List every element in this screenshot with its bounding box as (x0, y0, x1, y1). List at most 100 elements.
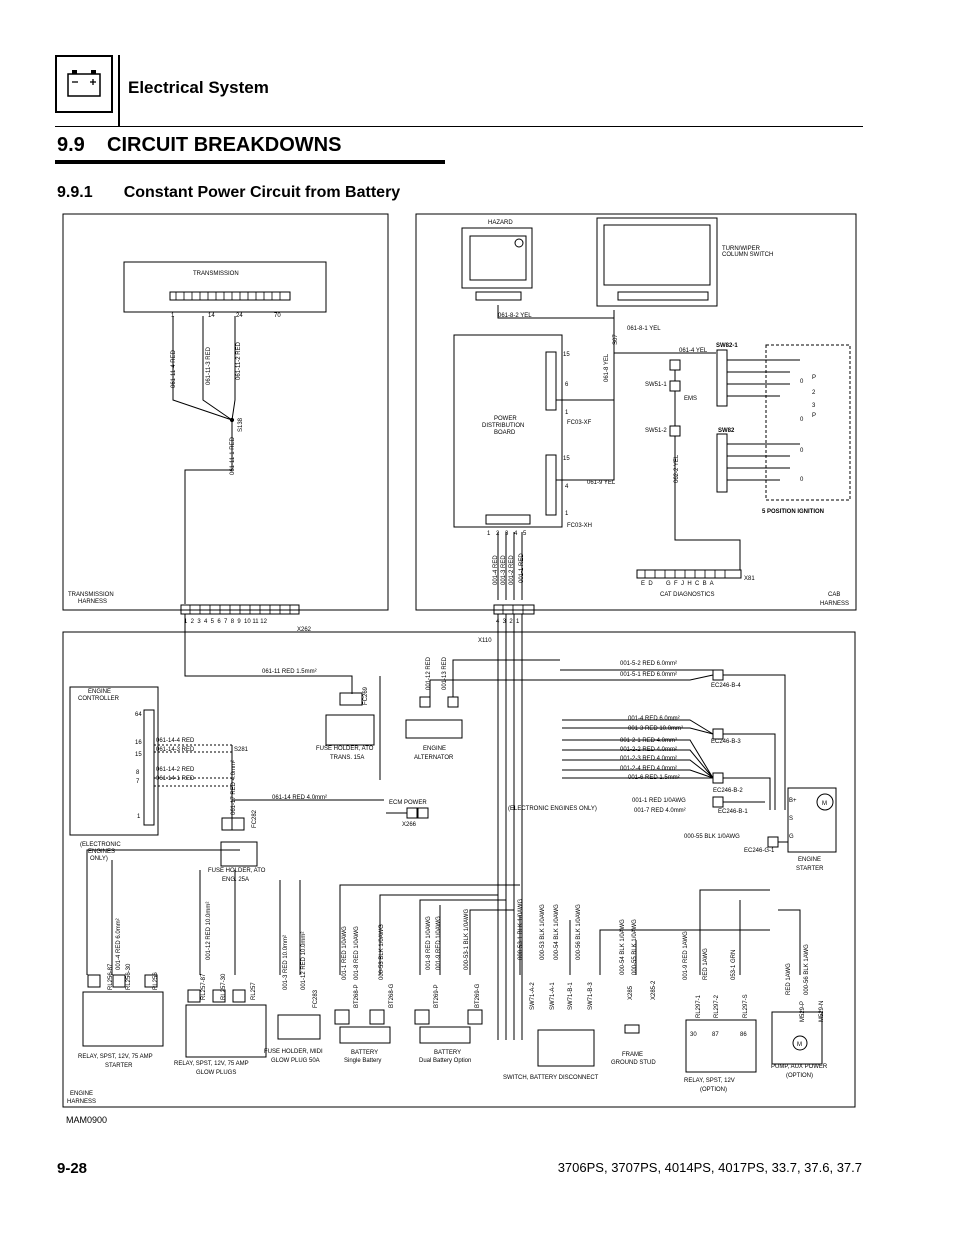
connector-label: RL256-30 (126, 963, 132, 990)
engine-controller (69, 686, 159, 836)
connector-label: X81 (744, 576, 755, 582)
pin-label: 3 (505, 531, 509, 537)
connector-label: SW82 (718, 428, 735, 434)
switch-label: TURN/WIPER (722, 246, 761, 252)
switch-label: COLUMN SWITCH (722, 252, 773, 258)
pdb-label: DISTRIBUTION (482, 423, 524, 429)
wire-label: 001-6 RED 1.5mm² (628, 775, 680, 781)
pin-label: G (789, 834, 794, 840)
wire-label: 001-3 RED (501, 555, 507, 585)
wire-label: 001-4 RED 6.0mm² (628, 716, 680, 722)
trans-pin: 1 (171, 313, 175, 319)
wire-label: 001-3 RED 10.0mm² (628, 726, 683, 732)
relay-label: RELAY, SPST, 12V (684, 1078, 735, 1084)
cat-pins: E D G F J H C B A (641, 581, 714, 587)
connector-label: X285 (628, 985, 634, 1000)
harness-label: HARNESS (67, 1099, 96, 1105)
wire-label: 001-7 RED 4.0mm² (634, 808, 686, 814)
connector-label: FC269 (363, 686, 369, 705)
ign-pos: P (812, 375, 816, 381)
trans-pin: 24 (236, 313, 243, 319)
connector-label: RL256-87 (108, 963, 114, 990)
wire-label: 061-4 YEL (679, 348, 708, 354)
fuse-holder-25a (220, 841, 258, 867)
wire-label: 061-14-4 RED (156, 738, 195, 744)
transmission-module (123, 261, 327, 313)
splice-label: S281 (234, 747, 249, 753)
fuse-holder-midi (277, 1014, 321, 1040)
ecm-label: ECM POWER (389, 800, 427, 806)
wire-label: 000-54 BLK 1/0AWG (554, 904, 560, 960)
wire-label: 001-9 RED 1AWG (683, 931, 689, 980)
ign-pos: 3 (812, 403, 816, 409)
motor-icon: M (797, 1042, 802, 1048)
wire-label: 001-1 RED 1/0AWG (342, 926, 348, 980)
connector-label: BT268-P (354, 984, 360, 1008)
transmission-label: TRANSMISSION (193, 271, 239, 277)
cab-harness-box (415, 213, 857, 611)
harness-label: HARNESS (820, 601, 849, 607)
cat-label: CAT DIAGNOSTICS (660, 592, 714, 598)
connector-label: BT268-G (389, 983, 395, 1008)
wire-label: 061-17 RED 4.0mm² (231, 760, 237, 815)
wire-label: 061-11-4 RED (171, 349, 177, 388)
pin-label: 7 (136, 779, 140, 785)
transmission-connector (169, 291, 291, 301)
battery-label: BATTERY (351, 1050, 378, 1056)
connector-label: EC246-B-4 (711, 683, 741, 689)
wire-label: 061-14-1 RED (156, 776, 195, 782)
note-label: (ELECTRONIC (80, 842, 121, 848)
pump-label: PUMP, AUX POWER (771, 1064, 828, 1070)
engine-harness-box (62, 631, 856, 1108)
pin-label: 1 (565, 511, 569, 517)
connector-label: RL257-30 (221, 973, 227, 1000)
connector-label: BT269-G (475, 983, 481, 1008)
splice-label: S138 (238, 417, 244, 432)
wire-label: 001-2-1 RED 4.0mm² (620, 738, 677, 744)
wire-label: 061-9 YEL (587, 480, 616, 486)
battery-icon (55, 55, 113, 113)
section-title: 9.9 CIRCUIT BREAKDOWNS (57, 134, 342, 156)
ignition-label: 5 POSITION IGNITION (762, 509, 824, 515)
pin-label: S (789, 816, 793, 822)
pin-label: 4 (565, 484, 569, 490)
fuse-label: FUSE HOLDER, MIDI (264, 1049, 323, 1055)
switch-battery-disconnect (537, 1029, 595, 1067)
connector-label: M529-N (819, 1001, 825, 1022)
pin-label: 1 (565, 410, 569, 416)
wire-label: 001-12 RED 10.0mm² (206, 902, 212, 960)
wire-label: 001-13 RED (442, 656, 448, 690)
note-label: ONLY) (90, 856, 108, 862)
wire-label: 001-1 RED (519, 553, 525, 583)
pin-label: 86 (740, 1032, 747, 1038)
wire-label: 001-2 RED (509, 555, 515, 585)
splice-label: S07 (613, 334, 619, 345)
pin-label: 5 (523, 531, 527, 537)
fuse-label: FUSE HOLDER, ATO (208, 868, 266, 874)
trans-pin: 70 (274, 313, 281, 319)
pin-label: 1 (487, 531, 491, 537)
trans-pin: 14 (208, 313, 215, 319)
battery-label: Dual Battery Option (419, 1058, 471, 1064)
connector-label: SW71-A-1 (550, 982, 556, 1010)
pin-label: 15 (135, 752, 142, 758)
wire-label: 001-2-4 RED 4.0mm² (620, 766, 677, 772)
wire-label: 061-11-3 RED (206, 346, 212, 385)
connector-label: X266 (402, 822, 417, 828)
wire-label: 061-14-3 RED (156, 747, 195, 753)
connector-label: RL256 (153, 972, 159, 990)
ign-pos: 2 (812, 390, 816, 396)
battery-single (339, 1026, 391, 1044)
relay-label: RELAY, SPST, 12V, 75 AMP (174, 1061, 249, 1067)
fuse-label: TRANS. 15A (330, 755, 364, 761)
pin-label: 30 (690, 1032, 697, 1038)
wire-label: 000-54 BLK 1/0AWG (620, 919, 626, 975)
pump-label: (OPTION) (786, 1073, 813, 1079)
wire-label: 061-14-2 RED (156, 767, 195, 773)
wire-label: 061-14 RED 4.0mm² (272, 795, 327, 801)
wire-label: 053-1 GRN (731, 950, 737, 980)
connector-label: X110 (478, 638, 492, 644)
note-label: (ELECTRONIC ENGINES ONLY) (508, 806, 597, 812)
harness-label: TRANSMISSION (68, 592, 114, 598)
wire-label: 061-8-1 YEL (627, 326, 661, 332)
